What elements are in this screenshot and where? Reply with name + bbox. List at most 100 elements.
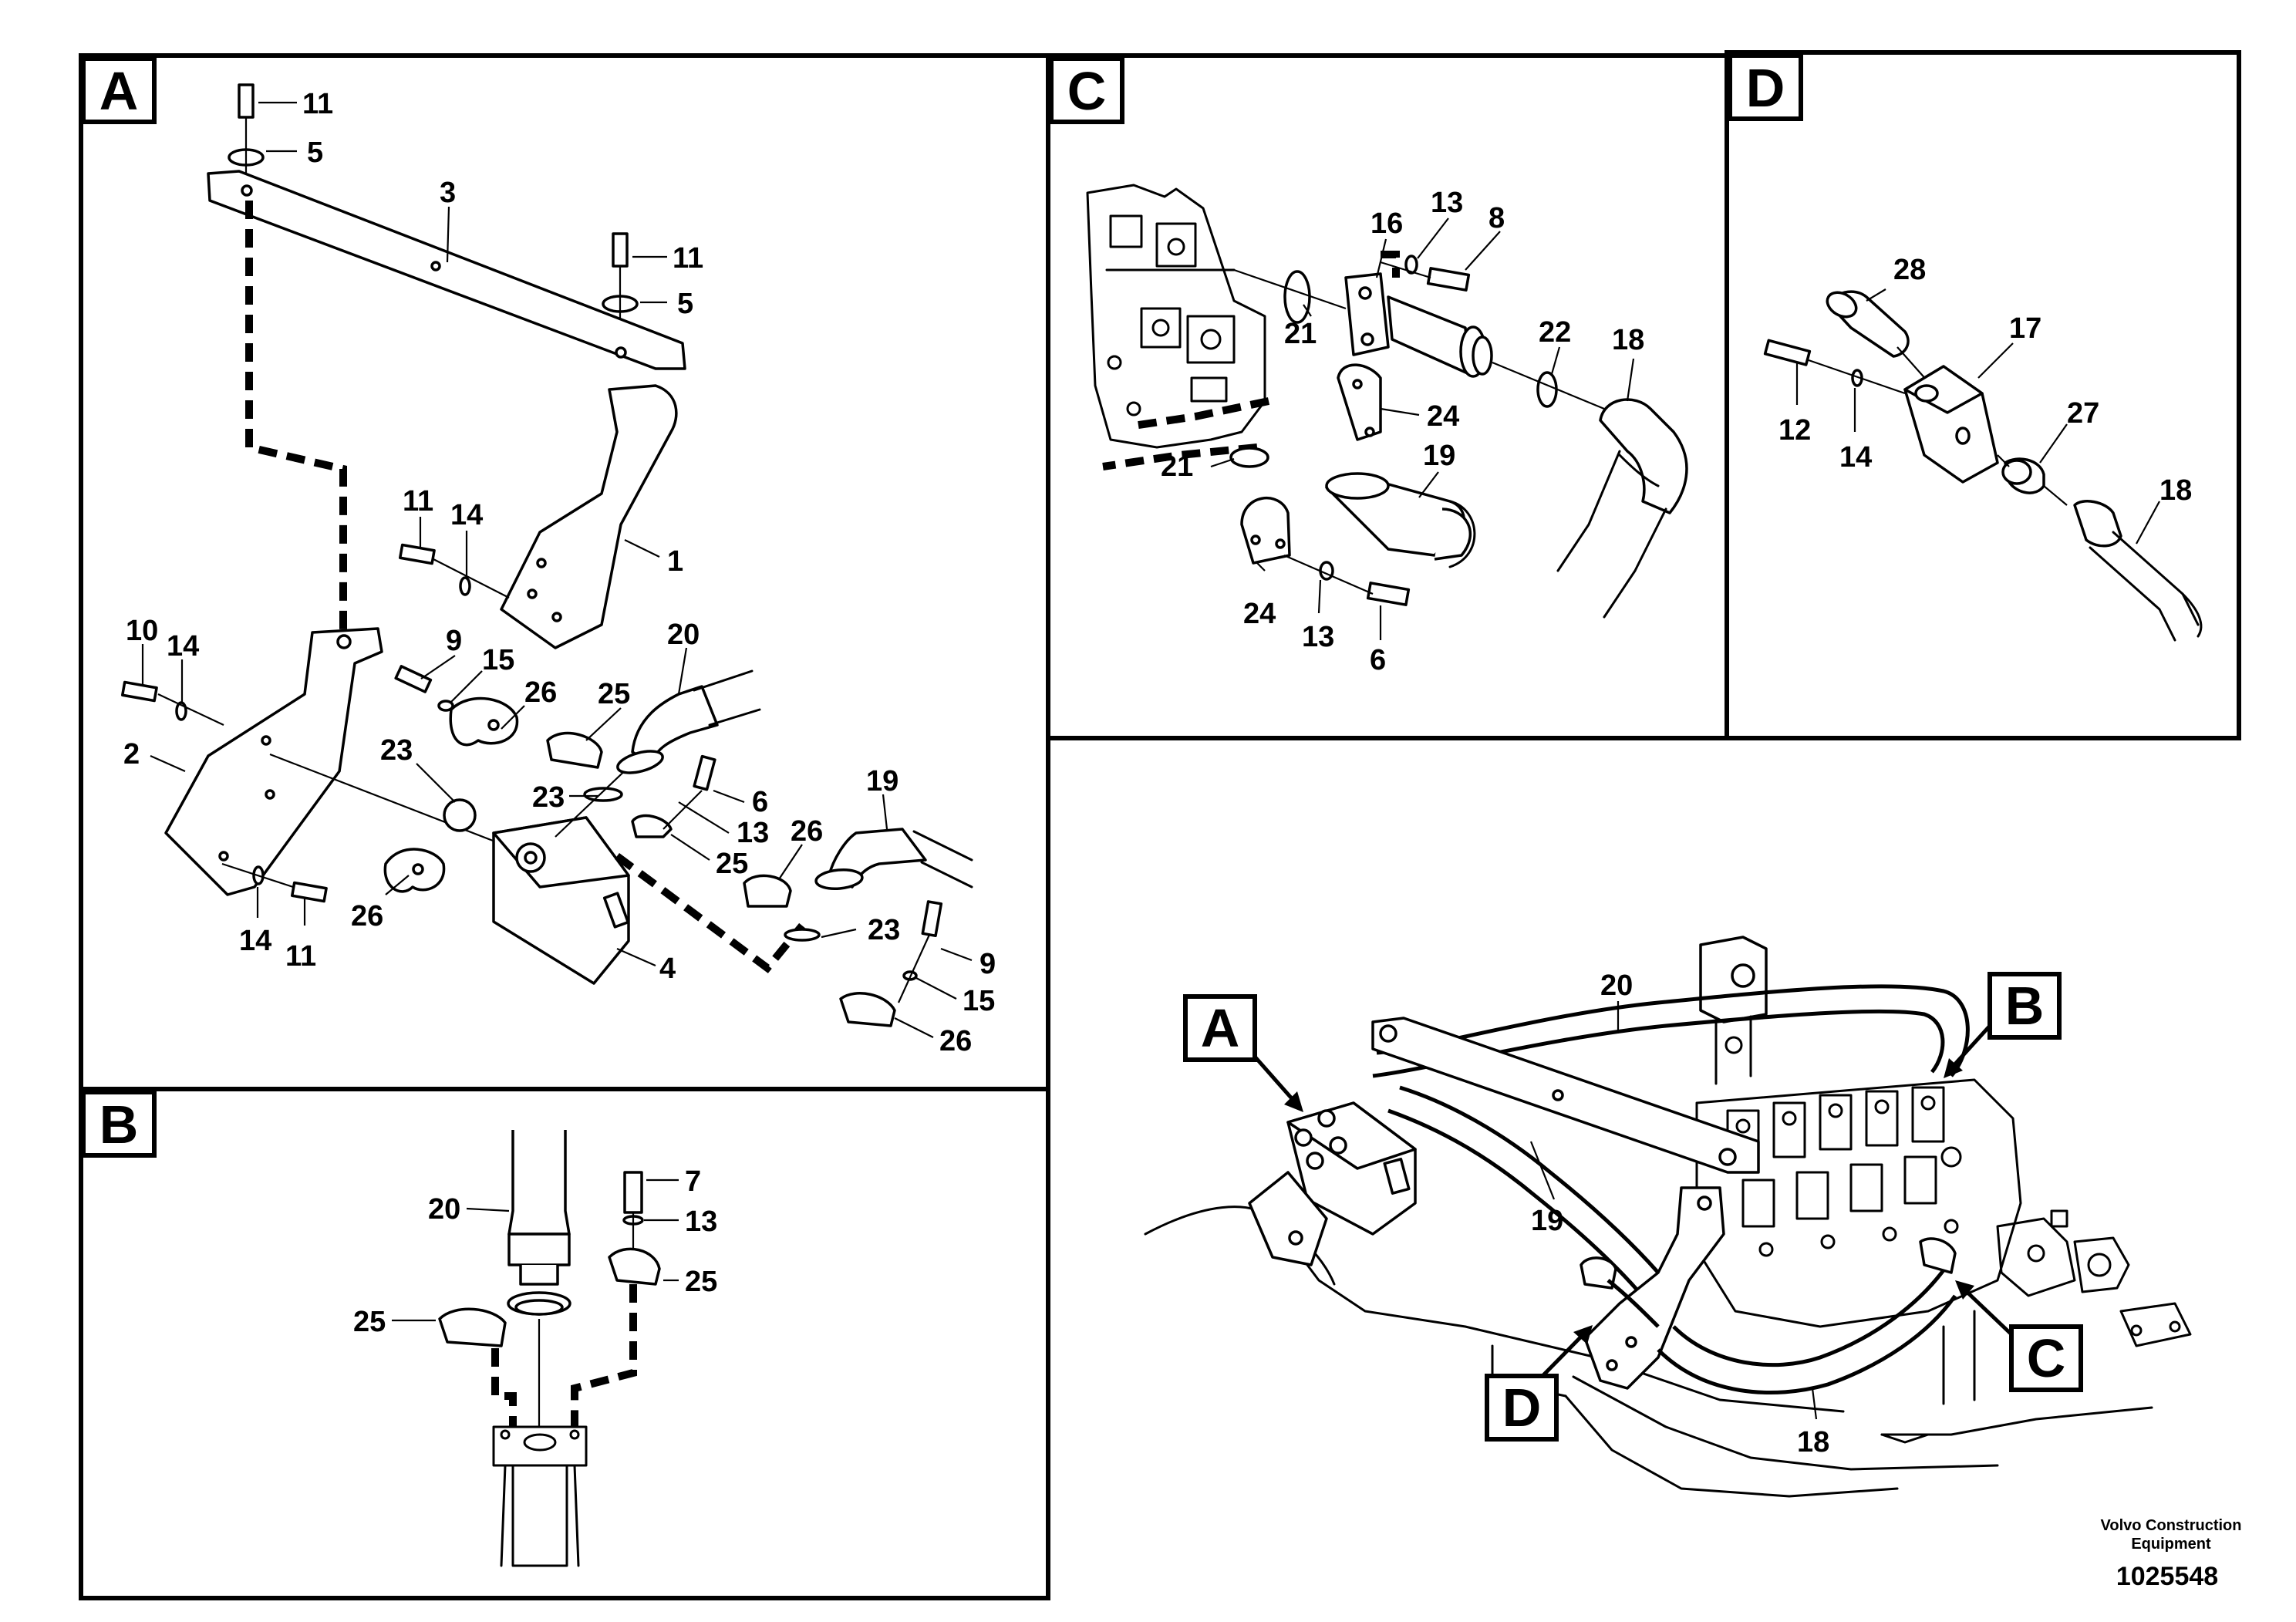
panel-d-frame bbox=[1725, 50, 2241, 740]
callout: 5 bbox=[307, 137, 323, 169]
bolt bbox=[1763, 339, 1812, 366]
callout: 23 bbox=[868, 914, 900, 946]
panel-a-letter: A bbox=[99, 61, 139, 121]
o-ring bbox=[1283, 270, 1311, 324]
callout: 3 bbox=[440, 177, 456, 209]
callout: 11 bbox=[403, 485, 433, 518]
brand-line-2: Equipment bbox=[2131, 1536, 2211, 1553]
panel-c-drawing bbox=[1086, 184, 1688, 619]
bolt bbox=[1426, 267, 1471, 292]
flange-half bbox=[839, 992, 896, 1027]
o-ring bbox=[1229, 447, 1269, 468]
panel-d-drawing bbox=[1763, 290, 2203, 642]
overview-tag-b: B bbox=[1944, 972, 2062, 1078]
callout: 19 bbox=[866, 765, 899, 798]
bolt bbox=[399, 543, 436, 565]
panel-c-letter: C bbox=[1067, 61, 1107, 121]
panel-c-frame bbox=[1046, 53, 1729, 740]
callout: 5 bbox=[677, 288, 693, 320]
o-ring bbox=[1536, 371, 1558, 408]
callout: 26 bbox=[939, 1025, 972, 1057]
overview-assembly bbox=[1144, 936, 2192, 1498]
bolt bbox=[921, 900, 943, 937]
panel-d-callouts: 28 17 12 14 27 18 bbox=[1778, 254, 2192, 545]
callout: 24 bbox=[1243, 598, 1276, 630]
callout: 22 bbox=[1539, 316, 1571, 349]
drawing-number: 1025548 bbox=[2116, 1562, 2218, 1591]
callout: 11 bbox=[302, 88, 333, 120]
callout: 14 bbox=[1839, 441, 1872, 474]
bolt bbox=[394, 665, 433, 693]
mounting-plate bbox=[207, 170, 686, 370]
callout: 9 bbox=[446, 625, 462, 657]
callout: 13 bbox=[1302, 621, 1334, 653]
panel-d-label: D bbox=[1728, 53, 1803, 121]
callout: 28 bbox=[1893, 254, 1926, 286]
callout: 14 bbox=[239, 925, 271, 957]
callout: 12 bbox=[1778, 414, 1811, 447]
callout: 15 bbox=[482, 644, 514, 676]
callout: 4 bbox=[659, 953, 676, 985]
callout: 25 bbox=[716, 848, 748, 880]
overview-tag-d: D bbox=[1485, 1325, 1593, 1442]
callout: 14 bbox=[167, 630, 199, 663]
callout: 21 bbox=[1161, 450, 1193, 483]
panel-b-callouts: 20 7 13 25 25 bbox=[353, 1165, 717, 1338]
o-ring bbox=[443, 798, 477, 832]
callout: 17 bbox=[2009, 312, 2041, 345]
callout: 26 bbox=[791, 815, 823, 848]
overview-tag-d-letter: D bbox=[1502, 1378, 1542, 1438]
callout: 25 bbox=[353, 1306, 386, 1338]
bolt bbox=[121, 680, 158, 703]
callout: 21 bbox=[1284, 318, 1317, 350]
bracket-right bbox=[500, 384, 678, 649]
bolt bbox=[1366, 582, 1411, 606]
flange-half bbox=[743, 874, 792, 908]
callout: 24 bbox=[1427, 400, 1459, 433]
flange-half bbox=[1337, 363, 1382, 441]
overview-tag-c: C bbox=[1955, 1280, 2083, 1392]
callout: 20 bbox=[667, 619, 700, 651]
callout: 23 bbox=[380, 734, 413, 767]
callout: 13 bbox=[685, 1206, 717, 1238]
callout: 19 bbox=[1423, 440, 1455, 472]
panel-c-callouts: 16 13 8 21 24 22 18 21 19 24 13 6 bbox=[1161, 187, 1644, 676]
callout: 18 bbox=[1612, 324, 1644, 356]
callout: 6 bbox=[752, 786, 768, 818]
callout: 16 bbox=[1371, 207, 1403, 240]
callout: 11 bbox=[285, 940, 316, 973]
panel-a-callouts: 11 5 3 11 5 1 11 14 10 14 2 9 15 26 25 2… bbox=[123, 88, 996, 1057]
callout: 23 bbox=[532, 781, 565, 814]
footer: Volvo Construction Equipment 1025548 bbox=[2101, 1517, 2242, 1591]
bolt bbox=[623, 1171, 643, 1214]
callout: 1 bbox=[667, 545, 683, 578]
callout: 15 bbox=[963, 985, 995, 1017]
panel-c-label: C bbox=[1049, 56, 1124, 124]
callout: 19 bbox=[1531, 1205, 1563, 1237]
flange-half bbox=[546, 731, 603, 769]
callout: 9 bbox=[979, 948, 996, 980]
overview-tag-b-letter: B bbox=[2005, 976, 2045, 1036]
callout: 11 bbox=[673, 242, 703, 275]
panel-d-letter: D bbox=[1746, 58, 1785, 118]
overview-callouts: 20 19 18 bbox=[1529, 969, 1829, 1458]
flange-half bbox=[1240, 496, 1291, 565]
valve-spools bbox=[1726, 1086, 1962, 1257]
flange-clamp bbox=[449, 696, 519, 747]
callout: 13 bbox=[1431, 187, 1463, 219]
callout: 25 bbox=[598, 678, 630, 710]
callout: 14 bbox=[450, 499, 483, 531]
flange-half bbox=[608, 1247, 661, 1286]
callout: 13 bbox=[737, 817, 769, 849]
callout: 20 bbox=[1600, 969, 1633, 1002]
bolt bbox=[238, 83, 255, 119]
overview-tag-c-letter: C bbox=[2027, 1328, 2066, 1388]
panel-b-letter: B bbox=[99, 1094, 139, 1155]
callout: 27 bbox=[2067, 397, 2099, 430]
callout: 18 bbox=[2159, 474, 2192, 507]
bolt bbox=[291, 881, 328, 903]
callout: 25 bbox=[685, 1266, 717, 1298]
callout: 8 bbox=[1489, 202, 1505, 234]
bolt bbox=[693, 754, 716, 791]
